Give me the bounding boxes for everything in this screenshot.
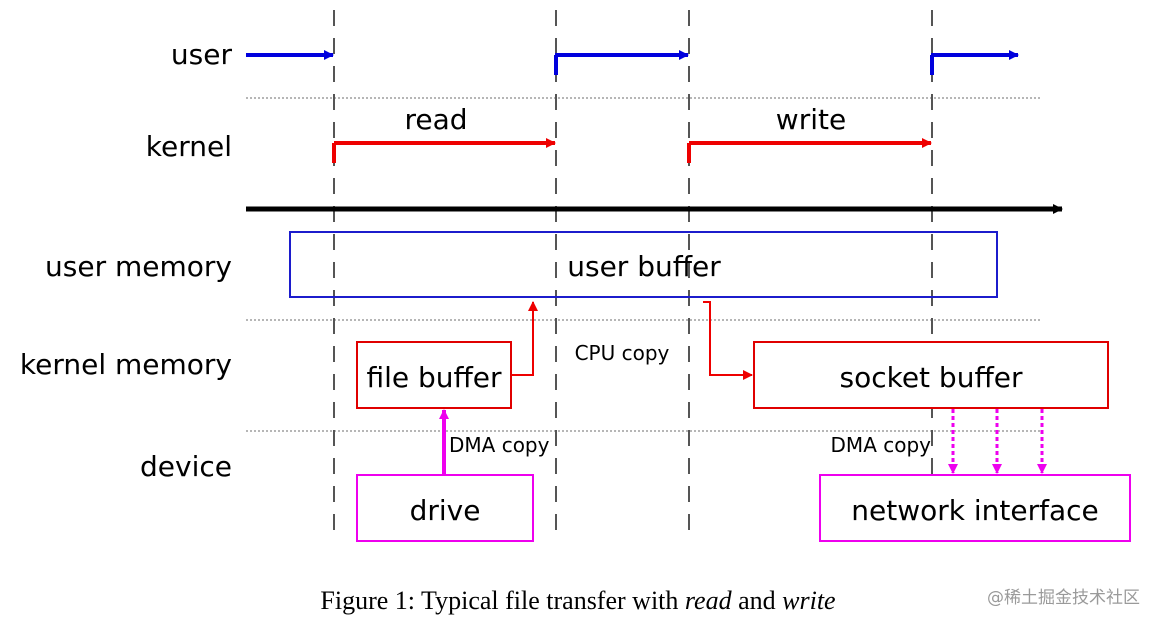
- cpu-copy-arrow-read: [512, 301, 538, 376]
- caption-middle: and: [732, 586, 783, 615]
- caption-read: read: [685, 586, 733, 615]
- dma-copy-label-read: DMA copy: [449, 433, 550, 457]
- network-interface-label: network interface: [851, 494, 1099, 527]
- row-label-user-memory: user memory: [45, 250, 232, 283]
- user-buffer-label: user buffer: [567, 250, 721, 283]
- socket-buffer-label: socket buffer: [840, 361, 1023, 394]
- cpu-copy-arrow-write: [703, 301, 753, 380]
- watermark-text: @稀土掘金技术社区: [987, 588, 1140, 608]
- row-label-user: user: [171, 38, 233, 71]
- drive-box: [356, 474, 534, 542]
- socket-buffer-box: [753, 341, 1109, 409]
- dma-copy-label-write: DMA copy: [831, 433, 932, 457]
- file-buffer-box: [356, 341, 512, 409]
- write-phase-label: write: [776, 103, 846, 136]
- user-buffer-box: [289, 231, 998, 298]
- caption-prefix: Figure 1: Typical file transfer with: [320, 586, 685, 615]
- row-label-kernel-memory: kernel memory: [20, 348, 232, 381]
- figure-caption: Figure 1: Typical file transfer with rea…: [320, 586, 835, 615]
- drive-label: drive: [410, 494, 481, 527]
- network-interface-box: [819, 474, 1131, 542]
- row-label-kernel: kernel: [146, 130, 232, 163]
- read-phase-label: read: [404, 103, 467, 136]
- file-buffer-label: file buffer: [366, 361, 502, 394]
- caption-write: write: [782, 586, 835, 615]
- row-label-device: device: [140, 450, 232, 483]
- cpu-copy-label: CPU copy: [575, 341, 670, 365]
